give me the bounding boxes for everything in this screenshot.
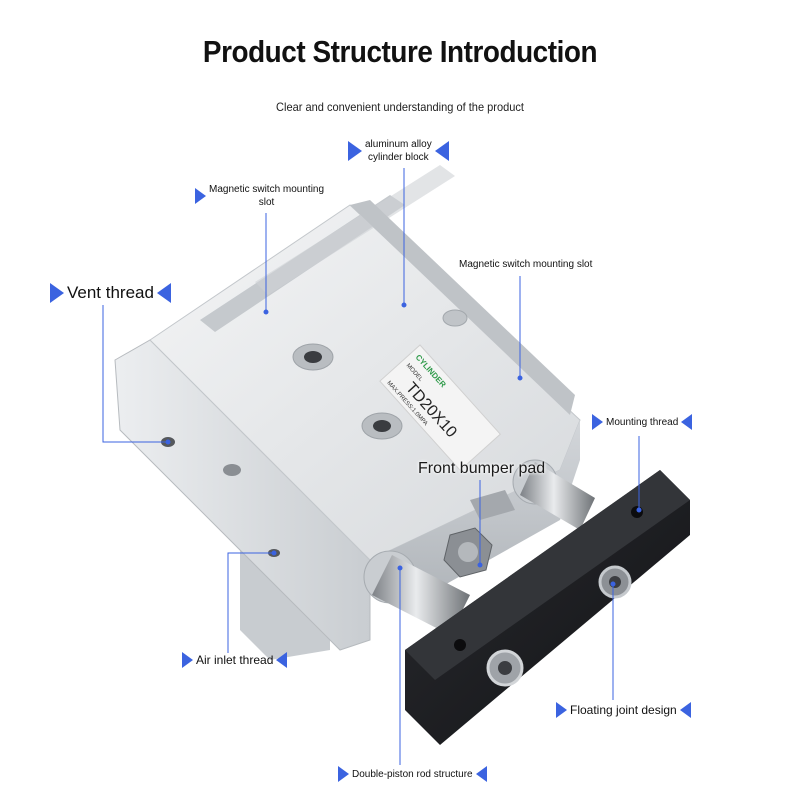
page-title: Product Structure Introduction (202, 34, 598, 69)
page-subtitle: Clear and convenient understanding of th… (276, 100, 524, 114)
callout-mag-slot-left-line1: Magnetic switch mounting (209, 184, 325, 195)
callout-mag-slot-right-label: Magnetic switch mounting slot (459, 259, 593, 270)
callout-vent-thread-label: Vent thread (67, 283, 154, 302)
plate-thread-hole-2 (454, 639, 466, 651)
callout-mag-slot-left: Magnetic switch mounting slot (195, 183, 327, 209)
body-front-face (370, 420, 580, 610)
flag-icon (195, 188, 206, 204)
callout-mounting-thread-label: Mounting thread (606, 416, 679, 428)
callout-air-inlet: Air inlet thread (182, 652, 288, 668)
top-slot-center (255, 165, 455, 295)
leader-lines (102, 168, 642, 765)
callout-floating-joint: Floating joint design (556, 702, 691, 718)
flag-icon (556, 702, 567, 718)
callout-mounting-thread: Mounting thread (592, 414, 693, 430)
flag-icon (348, 141, 362, 161)
flag-icon (681, 414, 693, 430)
plate-thread-hole-1 (631, 506, 643, 518)
top-hole-3 (442, 309, 468, 327)
callout-mag-slot-right: Magnetic switch mounting slot (456, 258, 595, 271)
top-slot-right (350, 200, 575, 415)
callout-aluminum-block: aluminum alloy cylinder block (348, 138, 449, 164)
flag-icon (338, 766, 349, 782)
flag-icon (182, 652, 193, 668)
flag-icon (50, 283, 64, 303)
flag-icon (592, 414, 603, 430)
side-hole (223, 464, 241, 476)
flag-icon (679, 702, 691, 718)
callout-air-inlet-label: Air inlet thread (196, 653, 274, 667)
callout-front-bumper: Front bumper pad (415, 460, 548, 478)
callout-front-bumper-label: Front bumper pad (418, 460, 546, 477)
callout-vent-thread: Vent thread (50, 283, 171, 303)
flag-icon (276, 652, 288, 668)
flag-icon (475, 766, 487, 782)
piston-rod-left (372, 555, 470, 635)
piston-rod-right (520, 462, 595, 530)
callout-double-piston-label: Double-piston rod structure (352, 768, 473, 780)
callout-mag-slot-left-line2: slot (258, 197, 275, 208)
callout-aluminum-block-line2: cylinder block (368, 152, 429, 163)
flag-icon (434, 141, 449, 161)
callout-floating-joint-label: Floating joint design (570, 703, 677, 717)
callout-aluminum-block-line1: aluminum alloy (365, 139, 432, 150)
flag-icon (156, 283, 171, 303)
model-label-plate: CYLINDER MODEL TD20X10 MAX.PRESS:1.0MPA (379, 344, 502, 472)
callout-double-piston: Double-piston rod structure (338, 766, 487, 782)
